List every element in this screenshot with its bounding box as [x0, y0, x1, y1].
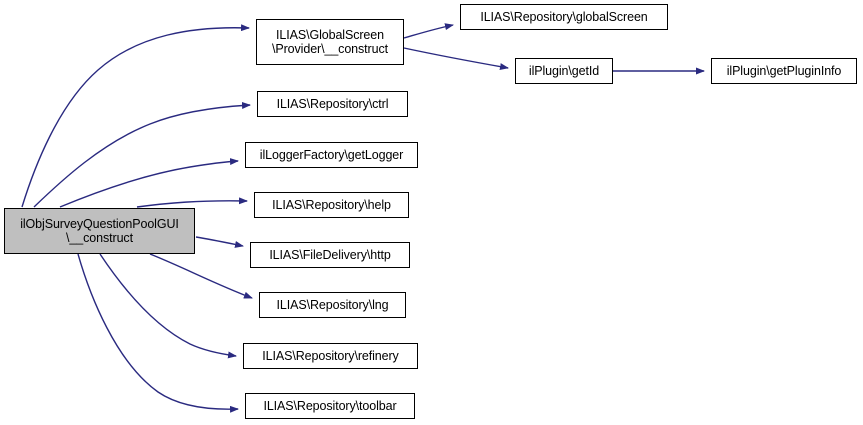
call-edge-root-to-filedelivery-http [195, 236, 244, 248]
graph-node-repository-help[interactable]: ILIAS\Repository\help [254, 192, 409, 218]
call-edge-root-to-repository-toolbar [77, 253, 239, 413]
graph-node-label-repository-refinery: ILIAS\Repository\refinery [262, 348, 399, 363]
graph-node-label-illoggerfactory-getlogger: ilLoggerFactory\getLogger [259, 147, 404, 162]
call-edge-root-to-repository-help [136, 197, 248, 208]
call-edge-globalscreen-provider-to-ilplugin-getid [403, 47, 509, 71]
graph-node-label-repository-globalscreen: ILIAS\Repository\globalScreen [480, 9, 648, 24]
graph-node-label-globalscreen-provider: ILIAS\GlobalScreen \Provider\__construct [271, 27, 388, 57]
graph-node-label-ilplugin-getid: ilPlugin\getId [528, 63, 600, 78]
graph-node-repository-ctrl[interactable]: ILIAS\Repository\ctrl [257, 91, 408, 117]
graph-node-label-repository-help: ILIAS\Repository\help [272, 197, 391, 212]
graph-node-globalscreen-provider[interactable]: ILIAS\GlobalScreen \Provider\__construct [256, 19, 404, 65]
graph-node-repository-globalscreen[interactable]: ILIAS\Repository\globalScreen [460, 4, 668, 30]
call-edge-globalscreen-provider-to-repository-globalscreen [403, 23, 454, 39]
graph-node-illoggerfactory-getlogger[interactable]: ilLoggerFactory\getLogger [245, 142, 418, 168]
graph-node-ilplugin-getid[interactable]: ilPlugin\getId [515, 58, 613, 84]
graph-node-root: ilObjSurveyQuestionPoolGUI \__construct [4, 208, 195, 254]
graph-node-label-filedelivery-http: ILIAS\FileDelivery\http [269, 247, 391, 262]
call-edge-root-to-globalscreen-provider [21, 24, 250, 208]
graph-node-repository-toolbar[interactable]: ILIAS\Repository\toolbar [245, 393, 415, 419]
call-edge-root-to-repository-ctrl [33, 101, 251, 208]
graph-node-repository-refinery[interactable]: ILIAS\Repository\refinery [243, 343, 418, 369]
graph-node-filedelivery-http[interactable]: ILIAS\FileDelivery\http [250, 242, 410, 268]
call-edge-root-to-repository-refinery [99, 253, 237, 359]
graph-node-ilplugin-getplugininfo[interactable]: ilPlugin\getPluginInfo [711, 58, 857, 84]
graph-node-repository-lng[interactable]: ILIAS\Repository\lng [259, 292, 406, 318]
call-edge-root-to-repository-lng [149, 253, 253, 299]
graph-node-label-repository-toolbar: ILIAS\Repository\toolbar [263, 398, 397, 413]
call-edge-root-to-illoggerfactory-getlogger [59, 158, 239, 208]
graph-node-label-ilplugin-getplugininfo: ilPlugin\getPluginInfo [726, 63, 842, 78]
graph-node-label-repository-ctrl: ILIAS\Repository\ctrl [276, 96, 389, 111]
graph-node-label-repository-lng: ILIAS\Repository\lng [276, 297, 389, 312]
graph-node-label-root: ilObjSurveyQuestionPoolGUI \__construct [20, 216, 179, 246]
